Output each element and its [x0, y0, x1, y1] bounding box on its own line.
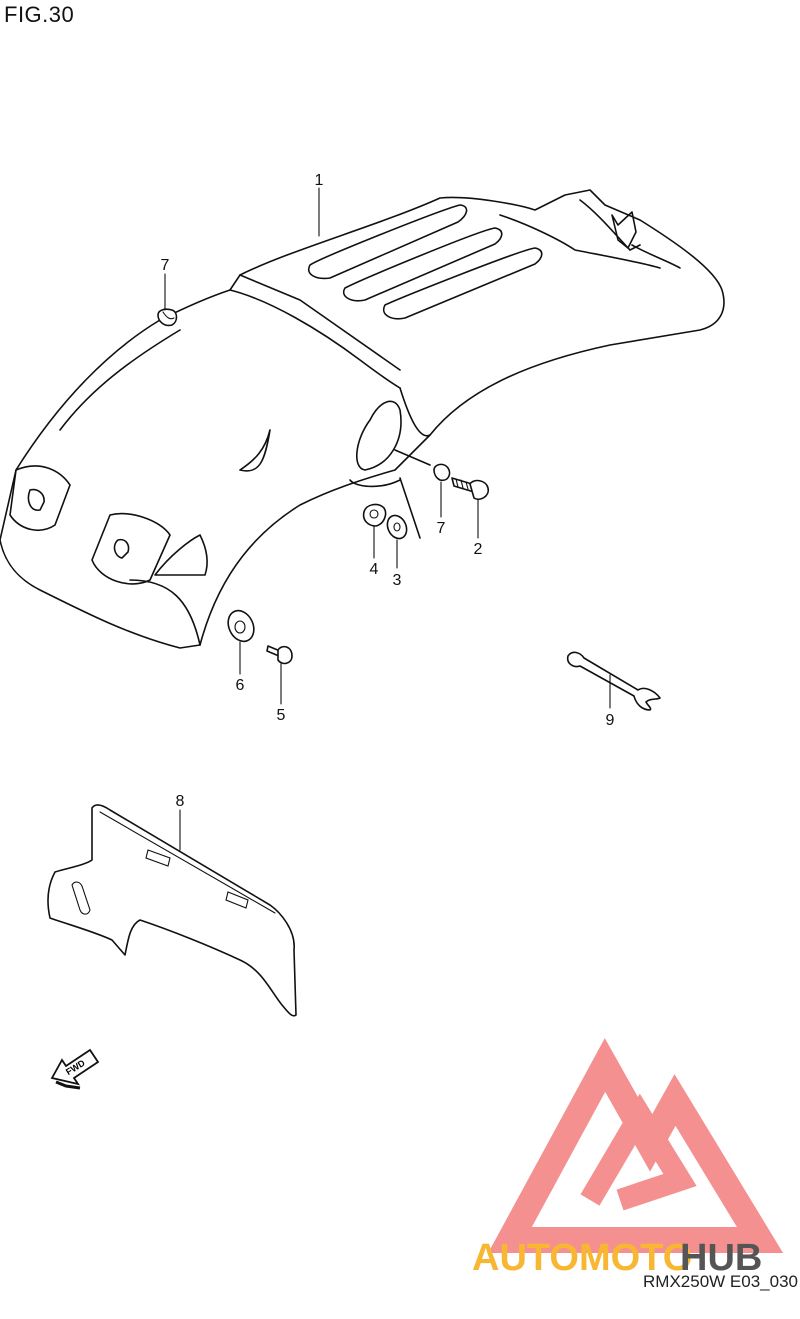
figure-title: FIG.30 — [4, 2, 75, 27]
watermark-text: AUTOMOTO HUB — [472, 1237, 762, 1279]
callout-8: 8 — [176, 793, 185, 810]
watermark-text-part1: AUTOMOTO — [472, 1237, 692, 1279]
watermark-text-part2: HUB — [680, 1237, 762, 1279]
callout-1: 1 — [315, 172, 324, 189]
fwd-arrow-icon: FWD — [50, 1048, 100, 1090]
callout-9: 9 — [606, 712, 615, 729]
callout-7-upper: 7 — [161, 257, 170, 274]
nut-part-4 — [362, 503, 387, 527]
screw-part-5 — [266, 645, 293, 665]
collar-part-7-lower — [433, 463, 451, 482]
callout-4: 4 — [370, 561, 379, 578]
callout-5: 5 — [277, 707, 286, 724]
diagram-code: RMX250W E03_030 — [643, 1272, 798, 1291]
callout-7-lower: 7 — [437, 520, 446, 537]
callout-3: 3 — [393, 572, 402, 589]
washer-part-6 — [227, 609, 255, 643]
watermark-logo — [488, 1038, 784, 1253]
bolt-part-2 — [451, 477, 490, 501]
callout-6: 6 — [236, 677, 245, 694]
washer-part-3 — [386, 514, 408, 540]
wrench-part-9 — [566, 651, 661, 711]
callout-2: 2 — [474, 541, 483, 558]
mud-flap-part-8 — [47, 804, 297, 1017]
nut-part-7-upper — [157, 308, 178, 327]
rear-fender-part — [0, 189, 725, 649]
